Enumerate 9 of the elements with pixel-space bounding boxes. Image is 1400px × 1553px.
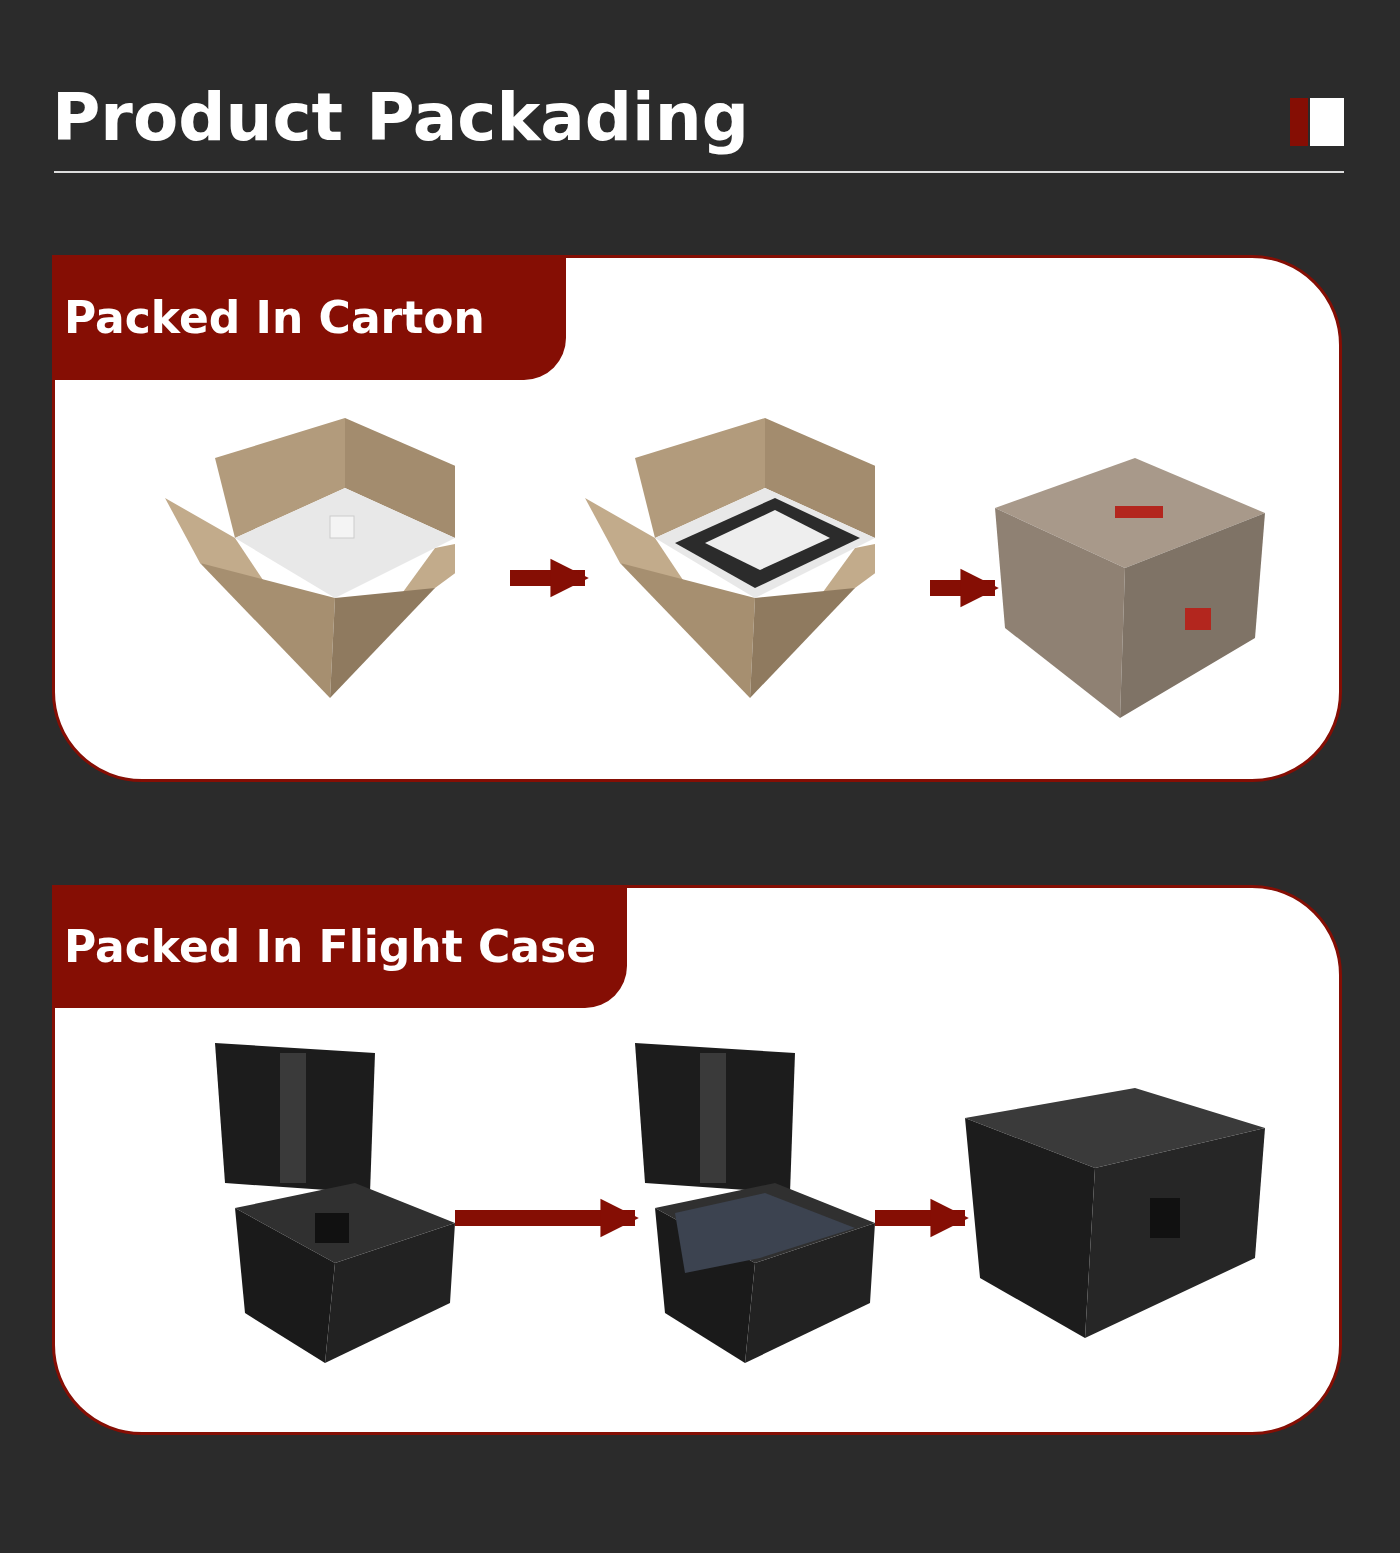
section-heading: Packed In Flight Case bbox=[64, 921, 596, 972]
arrow bbox=[875, 1198, 969, 1238]
arrow bbox=[510, 558, 589, 598]
arrow bbox=[455, 1198, 639, 1238]
page-title: Product Packading bbox=[52, 78, 749, 158]
section-card bbox=[52, 885, 1342, 1435]
section-heading: Packed In Carton bbox=[64, 292, 485, 343]
section-card bbox=[52, 255, 1342, 782]
arrow bbox=[930, 568, 999, 608]
